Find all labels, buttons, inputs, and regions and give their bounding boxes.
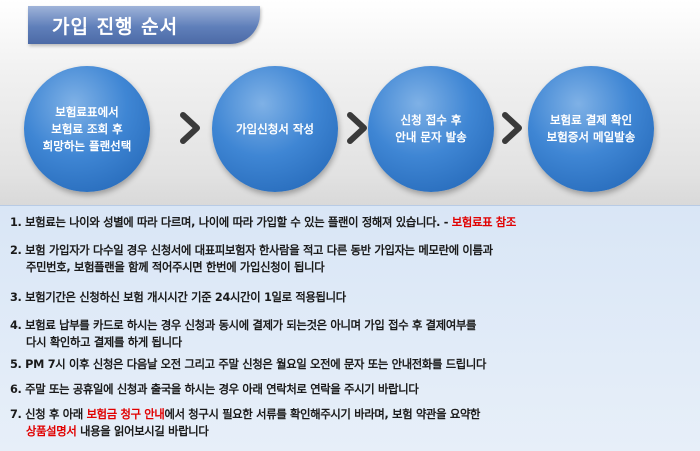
note-2-line1: 2. 보험 가입자가 다수일 경우 신청서에 대표피보험자 한사람을 적고 다른… [10,244,493,257]
step-3-circle: 신청 접수 후 안내 문자 발송 [368,66,494,192]
chevron-right-icon [180,112,200,144]
page-title: 가입 진행 순서 [52,16,179,38]
step-2-label: 가입신청서 작성 [235,121,315,136]
note-1: 1. 보험료는 나이와 성별에 따라 다르며, 나이에 따라 가입할 수 있는 … [10,214,690,231]
note-7-post: 내용을 읽어보시길 바랍니다 [80,425,209,438]
title-tab [28,6,260,44]
note-5-text: 5. PM 7시 이후 신청은 다음날 오전 그리고 주말 신청은 월요일 오전… [10,358,487,371]
note-1-text: 1. 보험료는 나이와 성별에 따라 다르며, 나이에 따라 가입할 수 있는 … [10,216,449,229]
note-7: 7. 신청 후 아래 보험금 청구 안내에서 청구시 필요한 서류를 확인해주시… [10,406,690,440]
claim-guide-link[interactable]: 보험금 청구 안내 [86,408,165,421]
chevron-right-icon [347,112,367,144]
note-3-text: 3. 보험기간은 신청하신 보험 개시시간 기준 24시간이 1일로 적용됩니다 [10,291,346,304]
step-1-label: 보험료표에서 보험료 조회 후 희망하는 플랜선택 [42,104,132,153]
note-7-pre: 7. 신청 후 아래 [10,408,83,421]
note-2: 2. 보험 가입자가 다수일 경우 신청서에 대표피보험자 한사람을 적고 다른… [10,242,690,276]
note-7-mid: 에서 청구시 필요한 서류를 확인해주시기 바라며, 보험 약관을 요약한 [164,408,481,421]
note-7-line2: 상품설명서 내용을 읽어보시길 바랍니다 [10,423,690,440]
note-2-line2: 주민번호, 보험플랜을 함께 적어주시면 한번에 가입신청이 됩니다 [26,261,325,274]
notes-box: 1. 보험료는 나이와 성별에 따라 다르며, 나이에 따라 가입할 수 있는 … [0,205,700,451]
product-description-link[interactable]: 상품설명서 [26,425,77,438]
note-4: 4. 보험료 납부를 카드로 하시는 경우 신청과 동시에 결제가 되는것은 아… [10,317,690,351]
note-4-line1: 4. 보험료 납부를 카드로 하시는 경우 신청과 동시에 결제가 되는것은 아… [10,319,477,332]
step-2-circle: 가입신청서 작성 [212,66,338,192]
note-3: 3. 보험기간은 신청하신 보험 개시시간 기준 24시간이 1일로 적용됩니다 [10,289,690,306]
step-4-label: 보험료 결제 확인 보험증서 메일발송 [546,113,636,144]
chevron-right-icon [502,112,522,144]
process-panel: 가입 진행 순서 보험료표에서 보험료 조회 후 희망하는 플랜선택 가입신청서… [0,0,700,205]
step-4-circle: 보험료 결제 확인 보험증서 메일발송 [528,66,654,192]
step-3-label: 신청 접수 후 안내 문자 발송 [395,113,467,144]
note-6: 6. 주말 또는 공휴일에 신청과 출국을 하시는 경우 아래 연락처로 연락을… [10,381,690,398]
note-5: 5. PM 7시 이후 신청은 다음날 오전 그리고 주말 신청은 월요일 오전… [10,356,690,373]
rate-table-link[interactable]: 보험료표 참조 [451,216,517,229]
step-1-circle: 보험료표에서 보험료 조회 후 희망하는 플랜선택 [24,66,150,192]
note-4-line2: 다시 확인하고 결제를 하게 됩니다 [26,336,182,349]
note-6-text: 6. 주말 또는 공휴일에 신청과 출국을 하시는 경우 아래 연락처로 연락을… [10,383,419,396]
